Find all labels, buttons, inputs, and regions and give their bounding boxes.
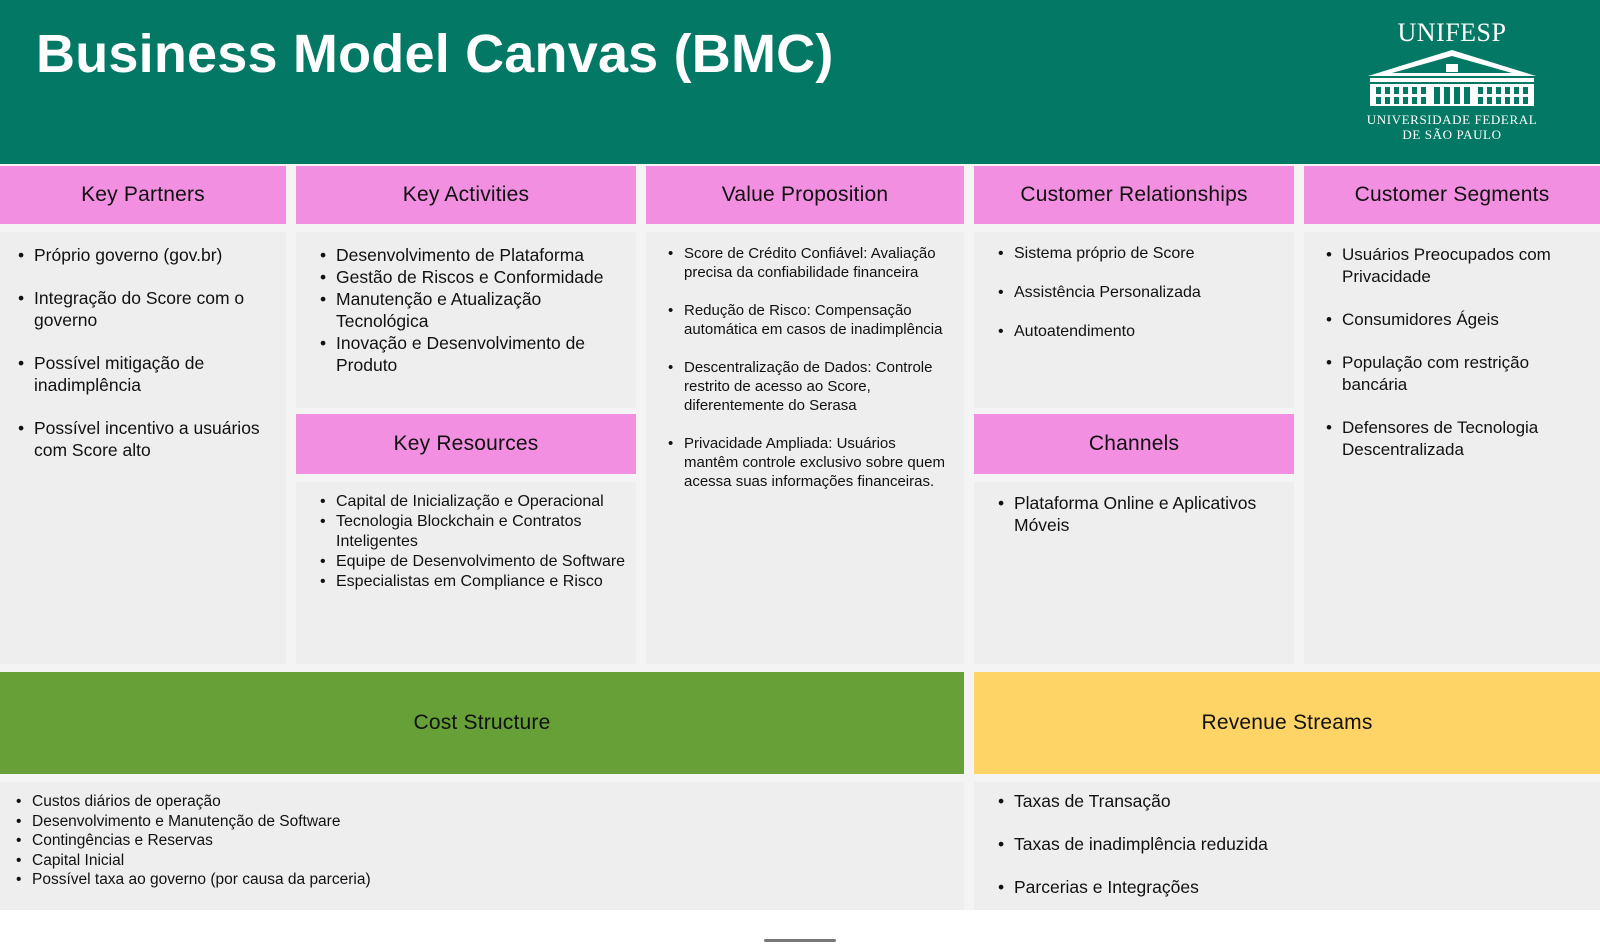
- key-activities-header: Key Activities: [296, 166, 636, 224]
- list-item: Possível taxa ao governo (por causa da p…: [14, 870, 954, 890]
- list-item: Assistência Personalizada: [996, 283, 1284, 303]
- logo-subtitle-line2: de São Paulo: [1402, 127, 1502, 142]
- building-icon: [1368, 50, 1536, 106]
- list-item: Privacidade Ampliada: Usuários mantêm co…: [666, 434, 952, 491]
- scroll-indicator[interactable]: [764, 939, 836, 942]
- list-item: Autoatendimento: [996, 322, 1284, 342]
- list-item: Parcerias e Integrações: [996, 876, 1590, 898]
- list-item: Taxas de Transação: [996, 790, 1590, 812]
- list-item: Contingências e Reservas: [14, 831, 954, 851]
- revenue-streams-header: Revenue Streams: [974, 672, 1600, 774]
- list-item: Plataforma Online e Aplicativos Móveis: [996, 492, 1284, 536]
- cost-structure-header: Cost Structure: [0, 672, 964, 774]
- list-item: Redução de Risco: Compensação automática…: [666, 301, 952, 339]
- list-item: Equipe de Desenvolvimento de Software: [318, 552, 628, 572]
- list-item: Defensores de Tecnologia Descentralizada: [1324, 417, 1592, 461]
- channels-list: Plataforma Online e Aplicativos Móveis: [996, 492, 1284, 536]
- list-item: Consumidores Ágeis: [1324, 309, 1592, 331]
- list-item: Manutenção e Atualização Tecnológica: [318, 288, 628, 332]
- list-item: Score de Crédito Confiável: Avaliação pr…: [666, 244, 952, 282]
- revenue-streams-block: Taxas de Transação Taxas de inadimplênci…: [974, 782, 1600, 910]
- list-item: Gestão de Riscos e Conformidade: [318, 266, 628, 288]
- key-resources-header: Key Resources: [296, 414, 636, 474]
- page-header: Business Model Canvas (BMC) UNIFESP: [0, 0, 1600, 164]
- customer-relationships-list: Sistema próprio de Score Assistência Per…: [996, 244, 1284, 342]
- list-item: Inovação e Desenvolvimento de Produto: [318, 332, 628, 376]
- list-item: Sistema próprio de Score: [996, 244, 1284, 264]
- revenue-streams-list: Taxas de Transação Taxas de inadimplênci…: [996, 790, 1590, 898]
- customer-segments-list: Usuários Preocupados com Privacidade Con…: [1324, 244, 1592, 461]
- key-partners-header: Key Partners: [0, 166, 286, 224]
- list-item: Próprio governo (gov.br): [16, 244, 276, 266]
- list-item: Possível mitigação de inadimplência: [16, 352, 276, 396]
- customer-relationships-block: Sistema próprio de Score Assistência Per…: [974, 232, 1294, 408]
- value-proposition-list: Score de Crédito Confiável: Avaliação pr…: [666, 244, 952, 491]
- list-item: Tecnologia Blockchain e Contratos Inteli…: [318, 512, 628, 552]
- list-item: Possível incentivo a usuários com Score …: [16, 417, 276, 461]
- channels-header: Channels: [974, 414, 1294, 474]
- key-resources-block: Capital de Inicialização e Operacional T…: [296, 482, 636, 664]
- key-activities-list: Desenvolvimento de Plataforma Gestão de …: [318, 244, 628, 376]
- key-partners-list: Próprio governo (gov.br) Integração do S…: [16, 244, 276, 461]
- list-item: Taxas de inadimplência reduzida: [996, 833, 1590, 855]
- key-resources-list: Capital de Inicialização e Operacional T…: [318, 492, 628, 592]
- key-partners-block: Próprio governo (gov.br) Integração do S…: [0, 232, 286, 664]
- customer-relationships-header: Customer Relationships: [974, 166, 1294, 224]
- value-proposition-header: Value Proposition: [646, 166, 964, 224]
- list-item: Desenvolvimento de Plataforma: [318, 244, 628, 266]
- list-item: Desenvolvimento e Manutenção de Software: [14, 812, 954, 832]
- cost-structure-list: Custos diários de operação Desenvolvimen…: [14, 792, 954, 890]
- customer-segments-header: Customer Segments: [1304, 166, 1600, 224]
- key-activities-block: Desenvolvimento de Plataforma Gestão de …: [296, 232, 636, 408]
- value-proposition-block: Score de Crédito Confiável: Avaliação pr…: [646, 232, 964, 664]
- list-item: Descentralização de Dados: Controle rest…: [666, 358, 952, 415]
- list-item: Integração do Score com o governo: [16, 287, 276, 331]
- list-item: População com restrição bancária: [1324, 352, 1592, 396]
- list-item: Capital de Inicialização e Operacional: [318, 492, 628, 512]
- logo-subtitle-line1: Universidade Federal: [1366, 112, 1538, 127]
- unifesp-logo: UNIFESP Uni: [1352, 16, 1562, 146]
- list-item: Especialistas em Compliance e Risco: [318, 572, 628, 592]
- list-item: Custos diários de operação: [14, 792, 954, 812]
- cost-structure-block: Custos diários de operação Desenvolvimen…: [0, 782, 964, 910]
- page-title: Business Model Canvas (BMC): [36, 24, 834, 84]
- list-item: Usuários Preocupados com Privacidade: [1324, 244, 1592, 288]
- customer-segments-block: Usuários Preocupados com Privacidade Con…: [1304, 232, 1600, 664]
- channels-block: Plataforma Online e Aplicativos Móveis: [974, 482, 1294, 664]
- logo-name: UNIFESP: [1397, 18, 1507, 47]
- list-item: Capital Inicial: [14, 851, 954, 871]
